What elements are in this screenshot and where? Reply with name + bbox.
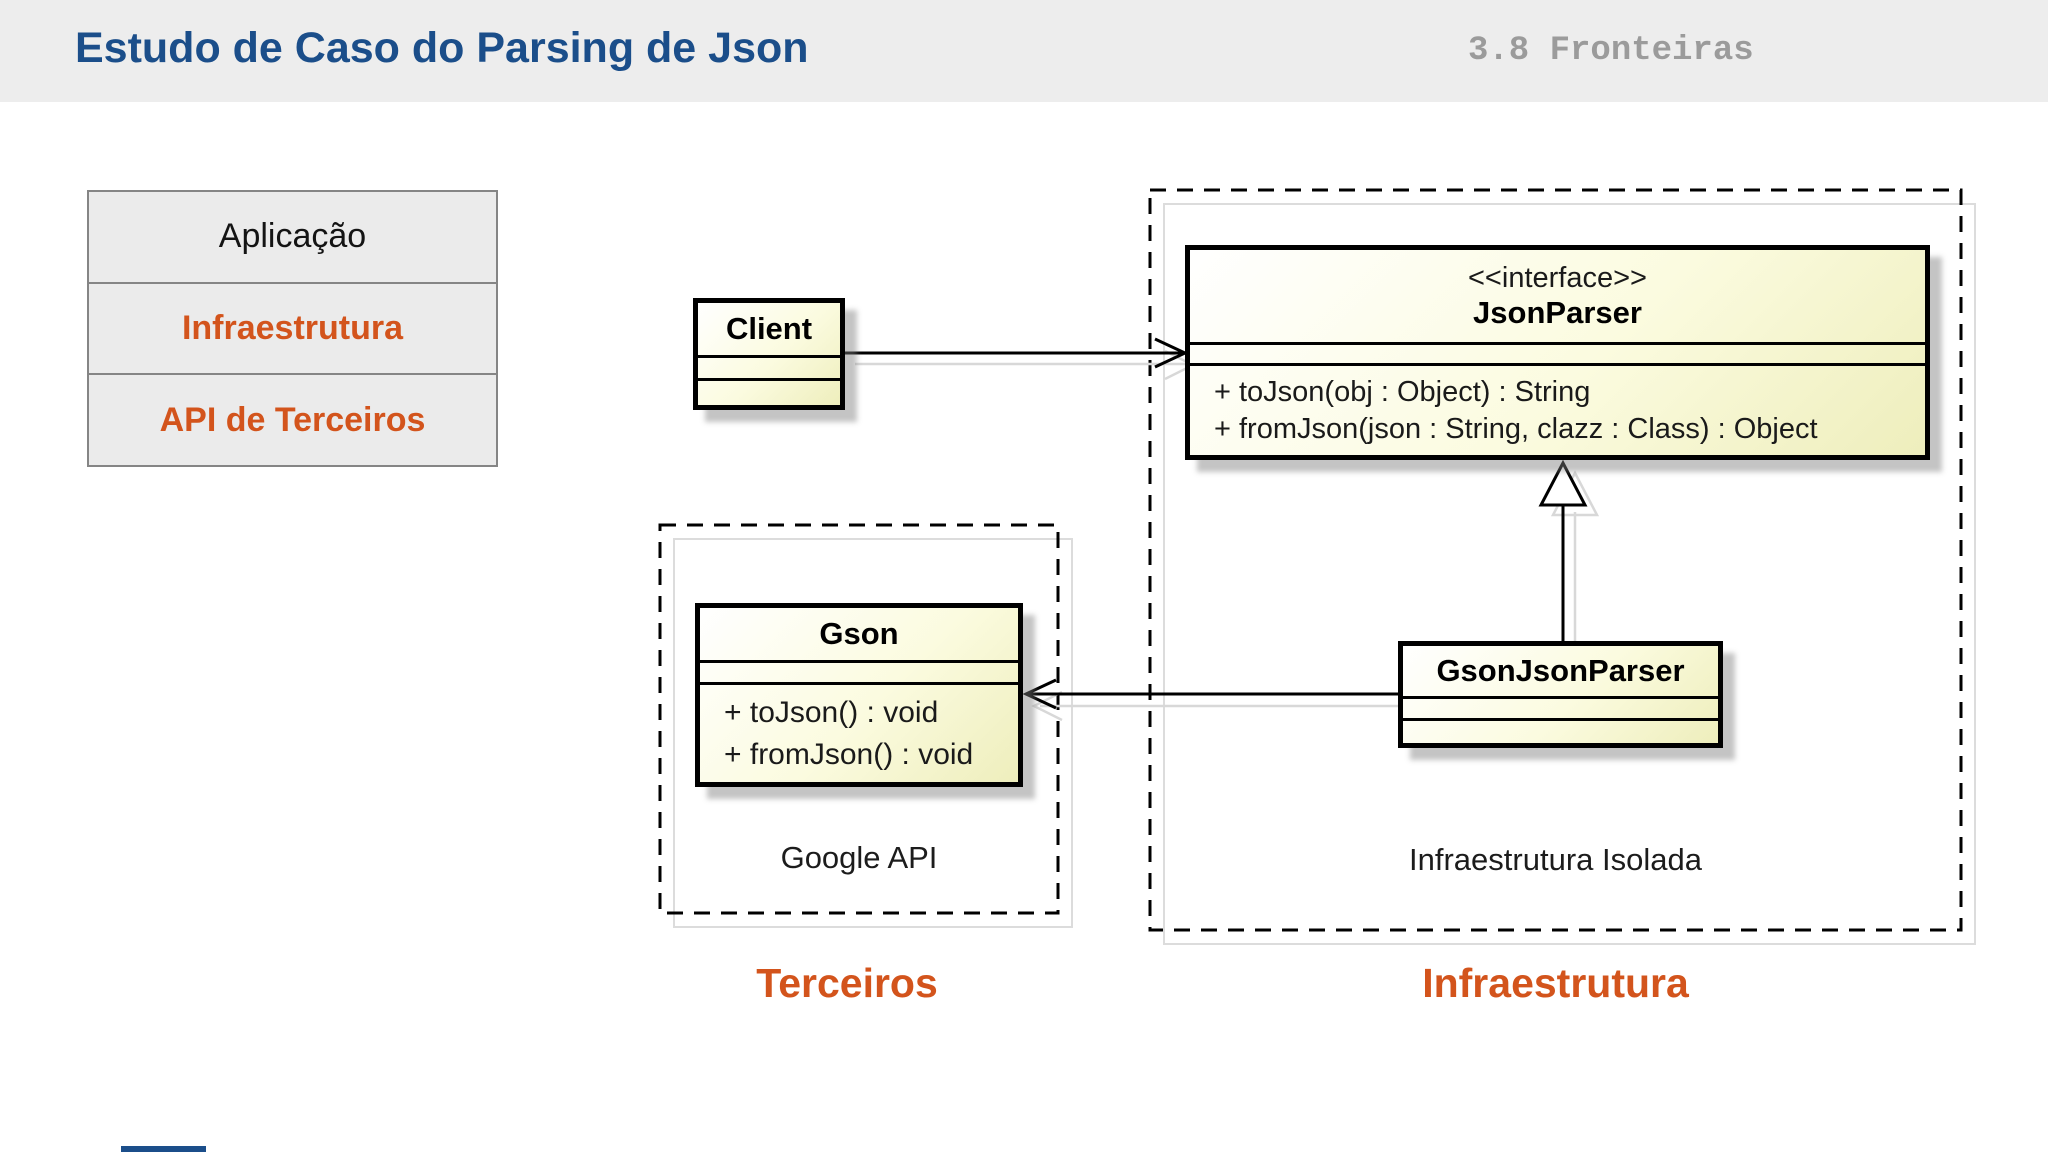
layer-row-api-terceiros: API de Terceiros: [159, 400, 426, 439]
uml-class-gson: Gson + toJson() : void + fromJson() : vo…: [695, 603, 1023, 787]
gsonjsonparser-title: GsonJsonParser: [1403, 646, 1718, 699]
uml-class-gsonjsonparser: GsonJsonParser: [1398, 641, 1723, 748]
isolated-infra-package-label: Infraestrutura Isolada: [1409, 842, 1702, 877]
infraestrutura-boundary-label: Infraestrutura: [1422, 960, 1689, 1006]
section-number: 3.8 Fronteiras: [1468, 32, 1754, 70]
isolated-infra-package-shadow: [1163, 203, 1976, 945]
gsonjsonparser-methods-compartment: [1403, 721, 1718, 743]
gsonjsonparser-to-gson-arrowhead-shadow: [1031, 690, 1063, 722]
gson-method-fromjson: + fromJson() : void: [724, 737, 974, 771]
client-methods-compartment: [698, 381, 840, 405]
jsonparser-fields-compartment: [1190, 345, 1925, 366]
jsonparser-stereotype: <<interface>>: [1468, 261, 1647, 294]
layers-table: Aplicação Infraestrutura API de Terceiro…: [87, 190, 498, 467]
uml-interface-jsonparser: <<interface>> JsonParser + toJson(obj : …: [1185, 245, 1930, 460]
jsonparser-title: <<interface>> JsonParser: [1190, 250, 1925, 345]
isolated-infra-package-border: [1148, 188, 1963, 932]
jsonparser-methods-compartment: + toJson(obj : Object) : String + fromJs…: [1190, 366, 1925, 455]
terceiros-boundary-label: Terceiros: [756, 960, 938, 1006]
realization-triangle-icon: [1538, 459, 1588, 507]
layer-row-infraestrutura: Infraestrutura: [89, 284, 496, 376]
google-api-package-border: [658, 523, 1060, 915]
gson-method-tojson: + toJson() : void: [724, 695, 939, 729]
google-api-package-label: Google API: [780, 840, 938, 875]
google-api-package-shadow: [673, 538, 1073, 928]
footer-accent-bar: [121, 1146, 206, 1152]
gsonjsonparser-to-gson-arrowhead-icon: [1022, 678, 1057, 710]
gson-fields-compartment: [700, 663, 1018, 685]
page-title: Estudo de Caso do Parsing de Json: [75, 24, 809, 73]
gson-title: Gson: [700, 608, 1018, 663]
jsonparser-method-fromjson: + fromJson(json : String, clazz : Class)…: [1214, 412, 1818, 445]
jsonparser-name: JsonParser: [1473, 294, 1642, 330]
gsonjsonparser-fields-compartment: [1403, 699, 1718, 721]
jsonparser-method-tojson: + toJson(obj : Object) : String: [1214, 375, 1591, 408]
gson-methods-compartment: + toJson() : void + fromJson() : void: [700, 685, 1018, 782]
layer-row-aplicacao: Aplicação: [89, 192, 496, 284]
slide-header: Estudo de Caso do Parsing de Json 3.8 Fr…: [0, 0, 2048, 102]
uml-class-client: Client: [693, 298, 845, 410]
client-fields-compartment: [698, 358, 840, 381]
client-class-name: Client: [698, 303, 840, 358]
